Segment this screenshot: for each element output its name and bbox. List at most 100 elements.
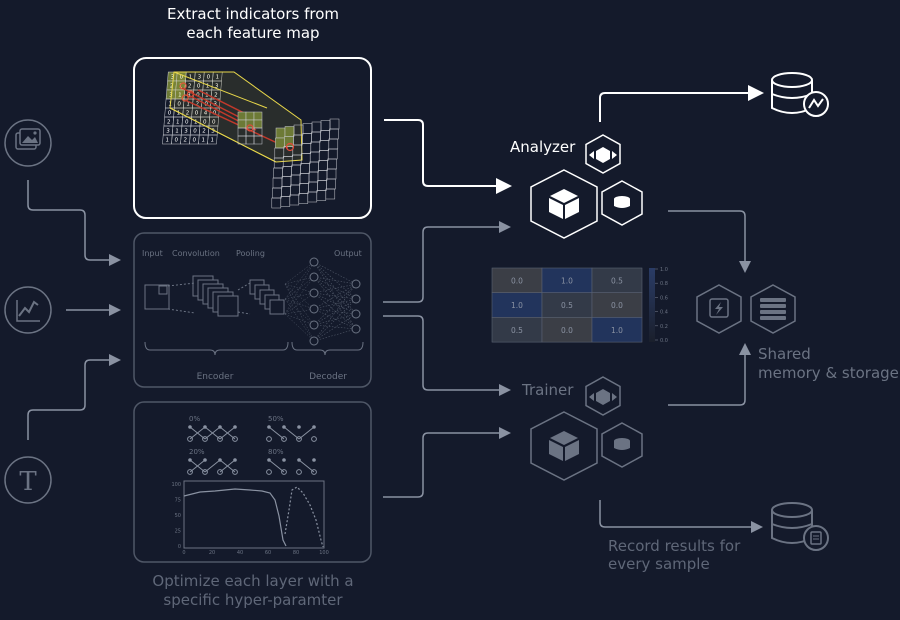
pruning-output-node: [202, 436, 208, 442]
network-edge: [284, 292, 315, 315]
output-grid-cell: [271, 197, 282, 209]
pruning-x-tick: 0: [182, 550, 185, 556]
pruning-x-tick: 100: [319, 550, 329, 556]
heatmap-cell-value: 1.0: [611, 326, 623, 335]
output-grid-cell: [275, 127, 286, 139]
network-edge: [313, 308, 357, 315]
network-node: [309, 336, 319, 346]
pruning-output-node: [266, 469, 272, 475]
network-edge: [284, 298, 315, 342]
trainer-sync-hexagon: [585, 376, 621, 416]
network-edge: [284, 313, 315, 342]
pruning-label-80: 80%: [268, 448, 284, 456]
feature-map-frustum: [169, 71, 303, 163]
heatmap-cell-value: 0.5: [561, 301, 573, 310]
heatmap-cell: [541, 292, 593, 318]
pruning-edge: [298, 459, 315, 473]
output-grid-cell: [329, 118, 340, 130]
feature-grid-value: 1: [178, 93, 182, 99]
feature-grid-cell: [207, 134, 218, 145]
analytics-database-icon: [771, 72, 829, 117]
feature-grid-value: 3: [197, 75, 201, 81]
feature-grid-value: 2: [214, 93, 218, 99]
feature-grid-value: 1: [176, 120, 180, 126]
feature-grid-value: 0: [185, 120, 189, 126]
pruning-edge: [189, 426, 206, 440]
pruning-edge: [268, 459, 285, 473]
heatmap-cell-value: 0.5: [511, 326, 523, 335]
network-node: [309, 304, 319, 314]
network-edge: [313, 276, 357, 330]
network-to-trainer-arrow: [383, 315, 511, 396]
results-database-icon: [771, 502, 829, 551]
pruning-output-node: [187, 436, 193, 442]
output-grid-cell: [317, 170, 328, 181]
output-grid-cell: [280, 196, 291, 207]
pruning-edge: [219, 459, 236, 473]
pruning-node: [188, 425, 192, 429]
network-edge: [313, 261, 357, 285]
pooled-grid-cell: [253, 111, 263, 121]
network-edge: [313, 292, 357, 315]
feature-grid-value: 1: [175, 129, 179, 135]
storage-stack-icon: [760, 298, 786, 320]
output-grid-cell: [300, 163, 310, 174]
output-grid-cell: [298, 193, 309, 204]
image-input-icon: [4, 119, 52, 167]
network-edge: [313, 283, 357, 294]
output-grid-cell: [316, 190, 327, 201]
pruning-to-trainer-arrow: [383, 427, 511, 498]
network-edge: [284, 261, 315, 315]
network-edge: [313, 283, 357, 342]
feature-grid-value: 0: [206, 75, 210, 81]
pruning-curve-solid: [183, 488, 287, 547]
pruning-curve-dotted: [284, 486, 324, 548]
feature-grid-value: 1: [165, 138, 169, 144]
pruning-node: [312, 458, 316, 462]
output-grid-cell: [281, 186, 291, 197]
output-grid-cell: [282, 166, 292, 177]
pruning-panel: [133, 401, 372, 563]
network-panel: [133, 232, 372, 388]
network-node: [309, 272, 319, 282]
colorbar-tick-label: 0.8: [660, 281, 668, 287]
network-node: [309, 320, 319, 330]
feature-grid-value: 1: [210, 138, 214, 144]
heatmap-cell-value: 1.0: [561, 276, 573, 285]
output-highlight-marker: [285, 142, 295, 152]
network-edge: [313, 261, 357, 315]
output-grid-cell: [320, 130, 330, 141]
output-grid-cell: [317, 180, 327, 191]
trainer-to-shared-arrow: [668, 343, 751, 406]
pruning-node: [267, 425, 271, 429]
network-convolution-label: Convolution: [172, 249, 220, 258]
feature-grid-value: 0: [212, 120, 216, 126]
output-grid-cell: [302, 133, 312, 144]
output-grid-cell: [318, 150, 329, 161]
feature-grid-value: 0: [197, 84, 201, 90]
pruning-node: [297, 425, 301, 429]
pruning-node: [312, 425, 316, 429]
network-output-nodes: [284, 257, 361, 346]
network-edge: [284, 313, 315, 326]
heatmap-cell-value: 0.0: [561, 326, 573, 335]
pruning-output-node: [217, 436, 223, 442]
heatmap-cell: [591, 267, 643, 294]
pruning-x-tick: 80: [293, 550, 299, 556]
output-grid-cell: [325, 188, 336, 200]
chart-input-icon: [4, 286, 52, 334]
feature-grid-value: 2: [202, 129, 206, 135]
output-grid-cell: [310, 141, 321, 153]
heatmap-cell: [541, 317, 593, 343]
pruning-y-tick: 0: [178, 544, 181, 550]
output-grid-cell: [299, 183, 309, 194]
pruning-node: [203, 425, 207, 429]
trainer-compute-hexagon: [530, 411, 598, 481]
pruning-y-tick: 25: [175, 529, 181, 535]
network-edge: [284, 276, 315, 315]
pruning-edge: [268, 426, 285, 440]
network-edge: [313, 276, 357, 315]
output-grid-cell: [299, 173, 310, 184]
pruning-node: [188, 458, 192, 462]
